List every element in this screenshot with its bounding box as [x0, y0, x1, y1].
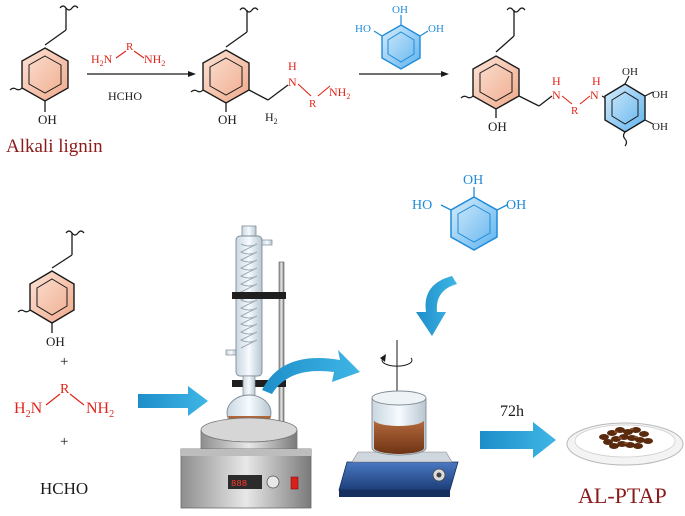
svg-text:OH: OH — [218, 112, 237, 127]
reflux-apparatus: 888 — [180, 225, 312, 509]
stirrer-beaker — [338, 390, 459, 497]
pyrogallol-bottom: OH HO OH — [412, 173, 526, 251]
svg-text:R: R — [571, 105, 579, 117]
svg-text:H: H — [552, 74, 561, 88]
svg-text:OH: OH — [463, 173, 483, 188]
svg-text:OH: OH — [488, 119, 507, 134]
svg-text:HO: HO — [412, 198, 432, 213]
svg-text:N: N — [288, 75, 297, 89]
product-dish — [566, 422, 684, 466]
curved-arrow-pyrogallol — [416, 276, 457, 336]
reaction-arrow-2 — [359, 71, 449, 77]
svg-text:HO: HO — [355, 23, 371, 35]
arrow-72h — [480, 422, 556, 458]
svg-text:OH: OH — [46, 334, 65, 349]
svg-text:R: R — [309, 98, 317, 110]
svg-text:OH: OH — [506, 198, 526, 213]
amine-reagent-top: H2N R NH2 — [91, 41, 165, 68]
oh-label: OH — [38, 112, 57, 127]
lignin-monomer-2: OH — [17, 230, 85, 349]
svg-text:OH: OH — [622, 66, 638, 78]
plus-sign-2: + — [60, 434, 68, 450]
intermediate-structure: OH H2 H N R NH2 — [190, 7, 350, 127]
svg-text:OH: OH — [652, 121, 668, 133]
time-label: 72h — [500, 403, 524, 420]
svg-text:N: N — [552, 88, 561, 102]
arrow-to-reflux — [138, 386, 208, 416]
svg-text:R: R — [126, 41, 134, 53]
product-label: AL-PTAP — [578, 483, 667, 508]
alkali-lignin-label: Alkali lignin — [6, 136, 103, 157]
svg-text:H2: H2 — [265, 110, 278, 126]
svg-text:NH2: NH2 — [144, 52, 165, 68]
stirring-rotation-icon — [380, 340, 413, 395]
curved-arrow-transfer — [262, 350, 360, 394]
amine-reagent-bottom: H2N R NH2 — [14, 382, 114, 420]
svg-text:H: H — [592, 74, 601, 88]
svg-text:OH: OH — [428, 23, 444, 35]
svg-text:OH: OH — [652, 89, 668, 101]
product-structure: OH H N R H N OH OH OH — [460, 7, 668, 147]
svg-text:OH: OH — [392, 4, 408, 16]
hcho-top: HCHO — [108, 89, 142, 103]
lignin-monomer-1: OH — [9, 5, 79, 127]
svg-text:NH2: NH2 — [86, 400, 114, 420]
svg-text:H2N: H2N — [91, 52, 113, 68]
reaction-arrow-1 — [87, 71, 196, 77]
plus-sign-1: + — [60, 354, 68, 370]
pyrogallol-top: OH HO OH — [355, 4, 444, 70]
svg-text:H2N: H2N — [14, 400, 43, 420]
svg-text:N: N — [590, 88, 599, 102]
svg-text:H: H — [288, 59, 297, 73]
svg-text:NH2: NH2 — [329, 85, 350, 101]
svg-text:R: R — [60, 382, 70, 397]
svg-text:888: 888 — [231, 479, 247, 489]
hcho-bottom: HCHO — [40, 479, 88, 498]
